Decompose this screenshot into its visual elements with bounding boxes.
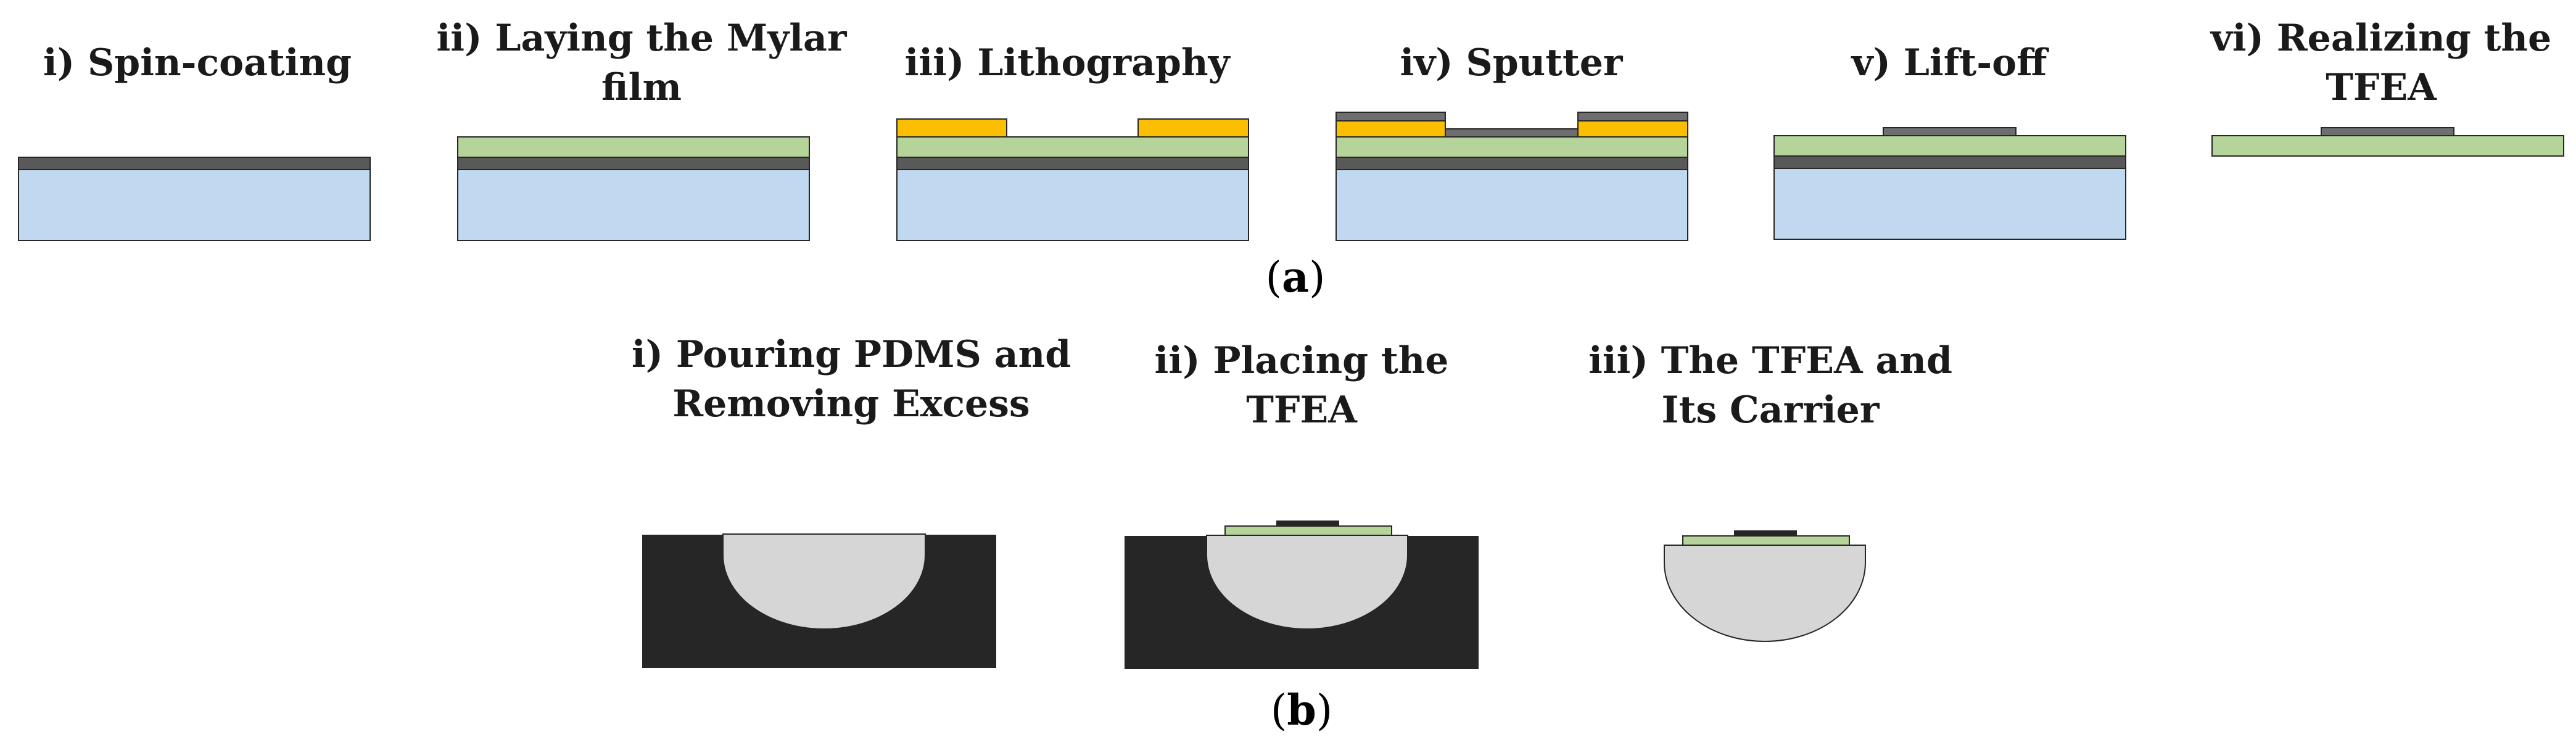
photoresist-right	[1137, 118, 1249, 138]
pdms-carrier	[1664, 545, 1866, 642]
panel-label-a: (a)	[1265, 253, 1326, 302]
step-title-a-2: ii) Laying the Mylar film	[436, 17, 847, 109]
step-title-a-3: iii) Lithography	[904, 41, 1230, 84]
tfea-electrode	[1276, 521, 1339, 527]
metal-on-mylar	[1445, 128, 1579, 138]
coating-layer	[896, 157, 1249, 170]
mylar-layer	[1773, 135, 2126, 157]
tfea-electrode	[1734, 530, 1797, 537]
step-title-b-3: iii) The TFEA and Its Carrier	[1588, 339, 1952, 432]
step-title-a-6: vi) Realizing the TFEA	[2210, 17, 2552, 109]
photoresist-right	[1577, 120, 1688, 138]
tfea-with-carrier	[1664, 530, 1866, 642]
coating-layer	[1773, 155, 2126, 169]
metal-electrode	[2321, 127, 2454, 136]
panel-b-diagrams	[642, 521, 1866, 669]
mylar-layer	[2211, 135, 2564, 157]
stack-spin-coating	[18, 157, 371, 241]
stack-tfea	[2211, 127, 2564, 157]
coating-layer	[457, 157, 810, 170]
step-title-a-4: iv) Sputter	[1400, 41, 1623, 84]
coating-layer	[18, 157, 371, 170]
metal-electrode	[1883, 127, 2017, 136]
photoresist-left	[896, 118, 1007, 138]
substrate-layer	[457, 169, 810, 241]
tfea-film	[1224, 525, 1392, 536]
panel-label-b: (b)	[1270, 686, 1333, 735]
substrate-layer	[1335, 169, 1688, 241]
substrate-layer	[18, 169, 371, 241]
stack-sputter	[1335, 112, 1688, 241]
mylar-layer	[457, 136, 810, 158]
tfea-film	[1682, 535, 1850, 546]
step-title-b-1: i) Pouring PDMS and Removing Excess	[631, 333, 1071, 426]
mylar-layer	[1335, 136, 1688, 158]
step-title-a-1: i) Spin-coating	[43, 41, 352, 84]
substrate-layer	[896, 169, 1249, 241]
stack-lithography	[896, 118, 1249, 241]
mylar-layer	[896, 136, 1249, 158]
mold-with-tfea	[1125, 521, 1479, 669]
panel-label-b-letter: b	[1287, 686, 1316, 735]
pdms-hemisphere	[1206, 535, 1408, 630]
pdms-hemisphere	[722, 533, 926, 630]
coating-layer	[1335, 157, 1688, 170]
metal-on-resist-right	[1577, 112, 1688, 121]
step-title-a-5: v) Lift-off	[1851, 41, 2047, 84]
substrate-layer	[1773, 168, 2126, 240]
step-title-b-2: ii) Placing the TFEA	[1154, 339, 1449, 432]
stack-mylar	[457, 136, 810, 241]
metal-on-resist-left	[1335, 112, 1446, 121]
photoresist-left	[1335, 120, 1446, 138]
panel-a-diagrams	[18, 112, 2564, 241]
stack-lift-off	[1773, 127, 2126, 240]
panel-label-a-letter: a	[1281, 253, 1310, 302]
mold-with-pdms	[642, 533, 996, 668]
